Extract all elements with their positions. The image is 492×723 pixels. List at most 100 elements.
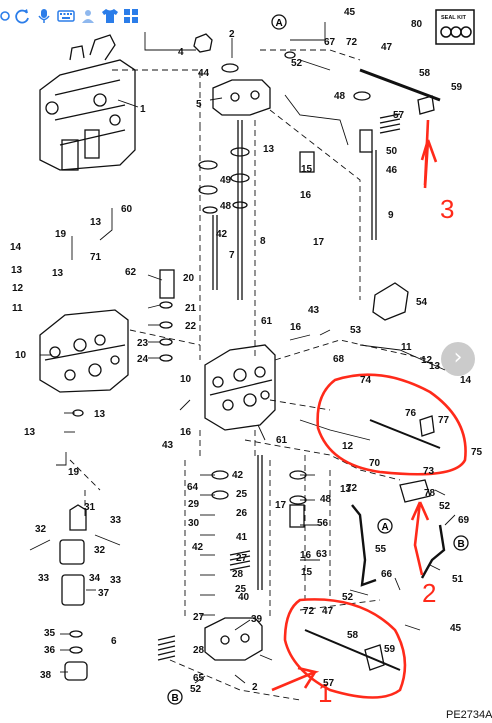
annotation-one: 1 xyxy=(318,678,332,708)
part-label: 33 xyxy=(110,575,122,586)
part-label: 17 xyxy=(313,237,325,248)
part-label: 1 xyxy=(140,104,146,115)
ref-b-right: B xyxy=(458,539,465,550)
part-label: 66 xyxy=(381,569,393,580)
part-label: 43 xyxy=(162,440,174,451)
red-markup xyxy=(271,119,467,699)
part-label: 43 xyxy=(308,305,320,316)
spool-block-bottom-illustration xyxy=(204,617,263,661)
part-label: 9 xyxy=(388,210,394,221)
refresh-icon[interactable] xyxy=(14,8,32,24)
part-label: 32 xyxy=(35,524,47,535)
part-label: 20 xyxy=(183,273,195,284)
part-label: 13 xyxy=(52,268,64,279)
diagram-code: PE2734A xyxy=(446,709,492,721)
part-label: 13 xyxy=(429,361,441,372)
part-label: 67 xyxy=(324,37,336,48)
seal-kit-box: 80 SEAL KIT xyxy=(411,9,475,45)
part-label: 65 xyxy=(193,673,205,684)
part-label: 72 xyxy=(346,37,358,48)
part-label: 32 xyxy=(94,545,106,556)
part-label: 70 xyxy=(369,458,381,469)
part-label: 77 xyxy=(438,415,450,426)
shirt-icon[interactable] xyxy=(101,8,119,24)
part-label: 13 xyxy=(24,427,36,438)
part-label: 13 xyxy=(90,217,102,228)
settings-person-icon[interactable] xyxy=(79,8,97,24)
part-label: 19 xyxy=(68,467,80,478)
ref-b-bottom: B xyxy=(172,693,179,704)
part-label: 48 xyxy=(220,201,232,212)
part-label: 13 xyxy=(94,409,106,420)
part-label: 16 xyxy=(180,427,192,438)
part-label: 50 xyxy=(386,146,398,157)
annotation-three: 3 xyxy=(440,194,454,224)
part-label: 59 xyxy=(384,644,396,655)
part-label: 52 xyxy=(439,501,451,512)
highlight-ellipse-lower xyxy=(283,598,407,699)
keyboard-icon[interactable] xyxy=(57,8,75,24)
part-label: 33 xyxy=(110,515,122,526)
part-label: 2 xyxy=(252,682,258,693)
part-label: 25 xyxy=(236,489,248,500)
highlight-ellipse-upper xyxy=(316,373,467,476)
part-label: 72 xyxy=(346,483,358,494)
part-label: 23 xyxy=(137,338,149,349)
part-label: 16 xyxy=(300,550,312,561)
part-label: 34 xyxy=(89,573,101,584)
part-label: 52 xyxy=(190,684,202,695)
part-label: 13 xyxy=(11,265,23,276)
part-label: 10 xyxy=(15,350,27,361)
part-label: 27 xyxy=(193,612,205,623)
next-page-button[interactable]: › xyxy=(441,342,475,376)
arrow-2 xyxy=(410,501,430,576)
ref-a-bottom: A xyxy=(382,522,389,533)
part-label: 14 xyxy=(10,242,22,253)
part-label: 22 xyxy=(185,321,197,332)
pin-icon[interactable] xyxy=(0,8,18,24)
part-label: 10 xyxy=(180,374,192,385)
apps-grid-icon[interactable] xyxy=(122,8,140,24)
part-label: 75 xyxy=(471,447,483,458)
browser-toolbar xyxy=(0,0,492,32)
part-label: 59 xyxy=(451,82,463,93)
part-label: 71 xyxy=(90,252,102,263)
part-label: 27 xyxy=(236,553,248,564)
part-label: 31 xyxy=(84,502,96,513)
part-label: 56 xyxy=(317,518,329,529)
part-label: 38 xyxy=(40,670,52,681)
part-label: 72 xyxy=(303,606,315,617)
valve-section-center-illustration xyxy=(204,344,276,431)
part-label: 52 xyxy=(291,58,303,69)
part-label: 57 xyxy=(393,110,405,121)
part-label: 63 xyxy=(316,549,328,560)
part-label: 55 xyxy=(375,544,387,555)
part-label: 51 xyxy=(452,574,464,585)
part-label: 46 xyxy=(386,165,398,176)
part-label: 17 xyxy=(275,500,287,511)
part-label: 7 xyxy=(229,250,235,261)
ref-circles: A A B B xyxy=(167,14,469,705)
part-label: 40 xyxy=(238,592,250,603)
part-label: 13 xyxy=(263,144,275,155)
part-label: 28 xyxy=(193,645,205,656)
part-label: 44 xyxy=(198,68,210,79)
part-label: 61 xyxy=(261,316,273,327)
part-label: 13 xyxy=(340,484,352,495)
microphone-icon[interactable] xyxy=(35,8,53,24)
part-label: 47 xyxy=(322,606,334,617)
seal-kit-number: 80 xyxy=(411,19,423,30)
part-label: 29 xyxy=(188,499,200,510)
part-label: 42 xyxy=(232,470,244,481)
part-label: 48 xyxy=(320,494,332,505)
part-label: 58 xyxy=(347,630,359,641)
part-label: 11 xyxy=(401,342,412,353)
part-label: 49 xyxy=(220,175,232,186)
spool-block-top-illustration xyxy=(212,79,271,116)
part-label: 35 xyxy=(44,628,56,639)
part-label: 37 xyxy=(98,588,110,599)
part-label: 68 xyxy=(333,354,345,365)
part-label: 15 xyxy=(301,164,313,175)
part-label: 14 xyxy=(460,375,472,386)
part-label: 39 xyxy=(251,614,263,625)
